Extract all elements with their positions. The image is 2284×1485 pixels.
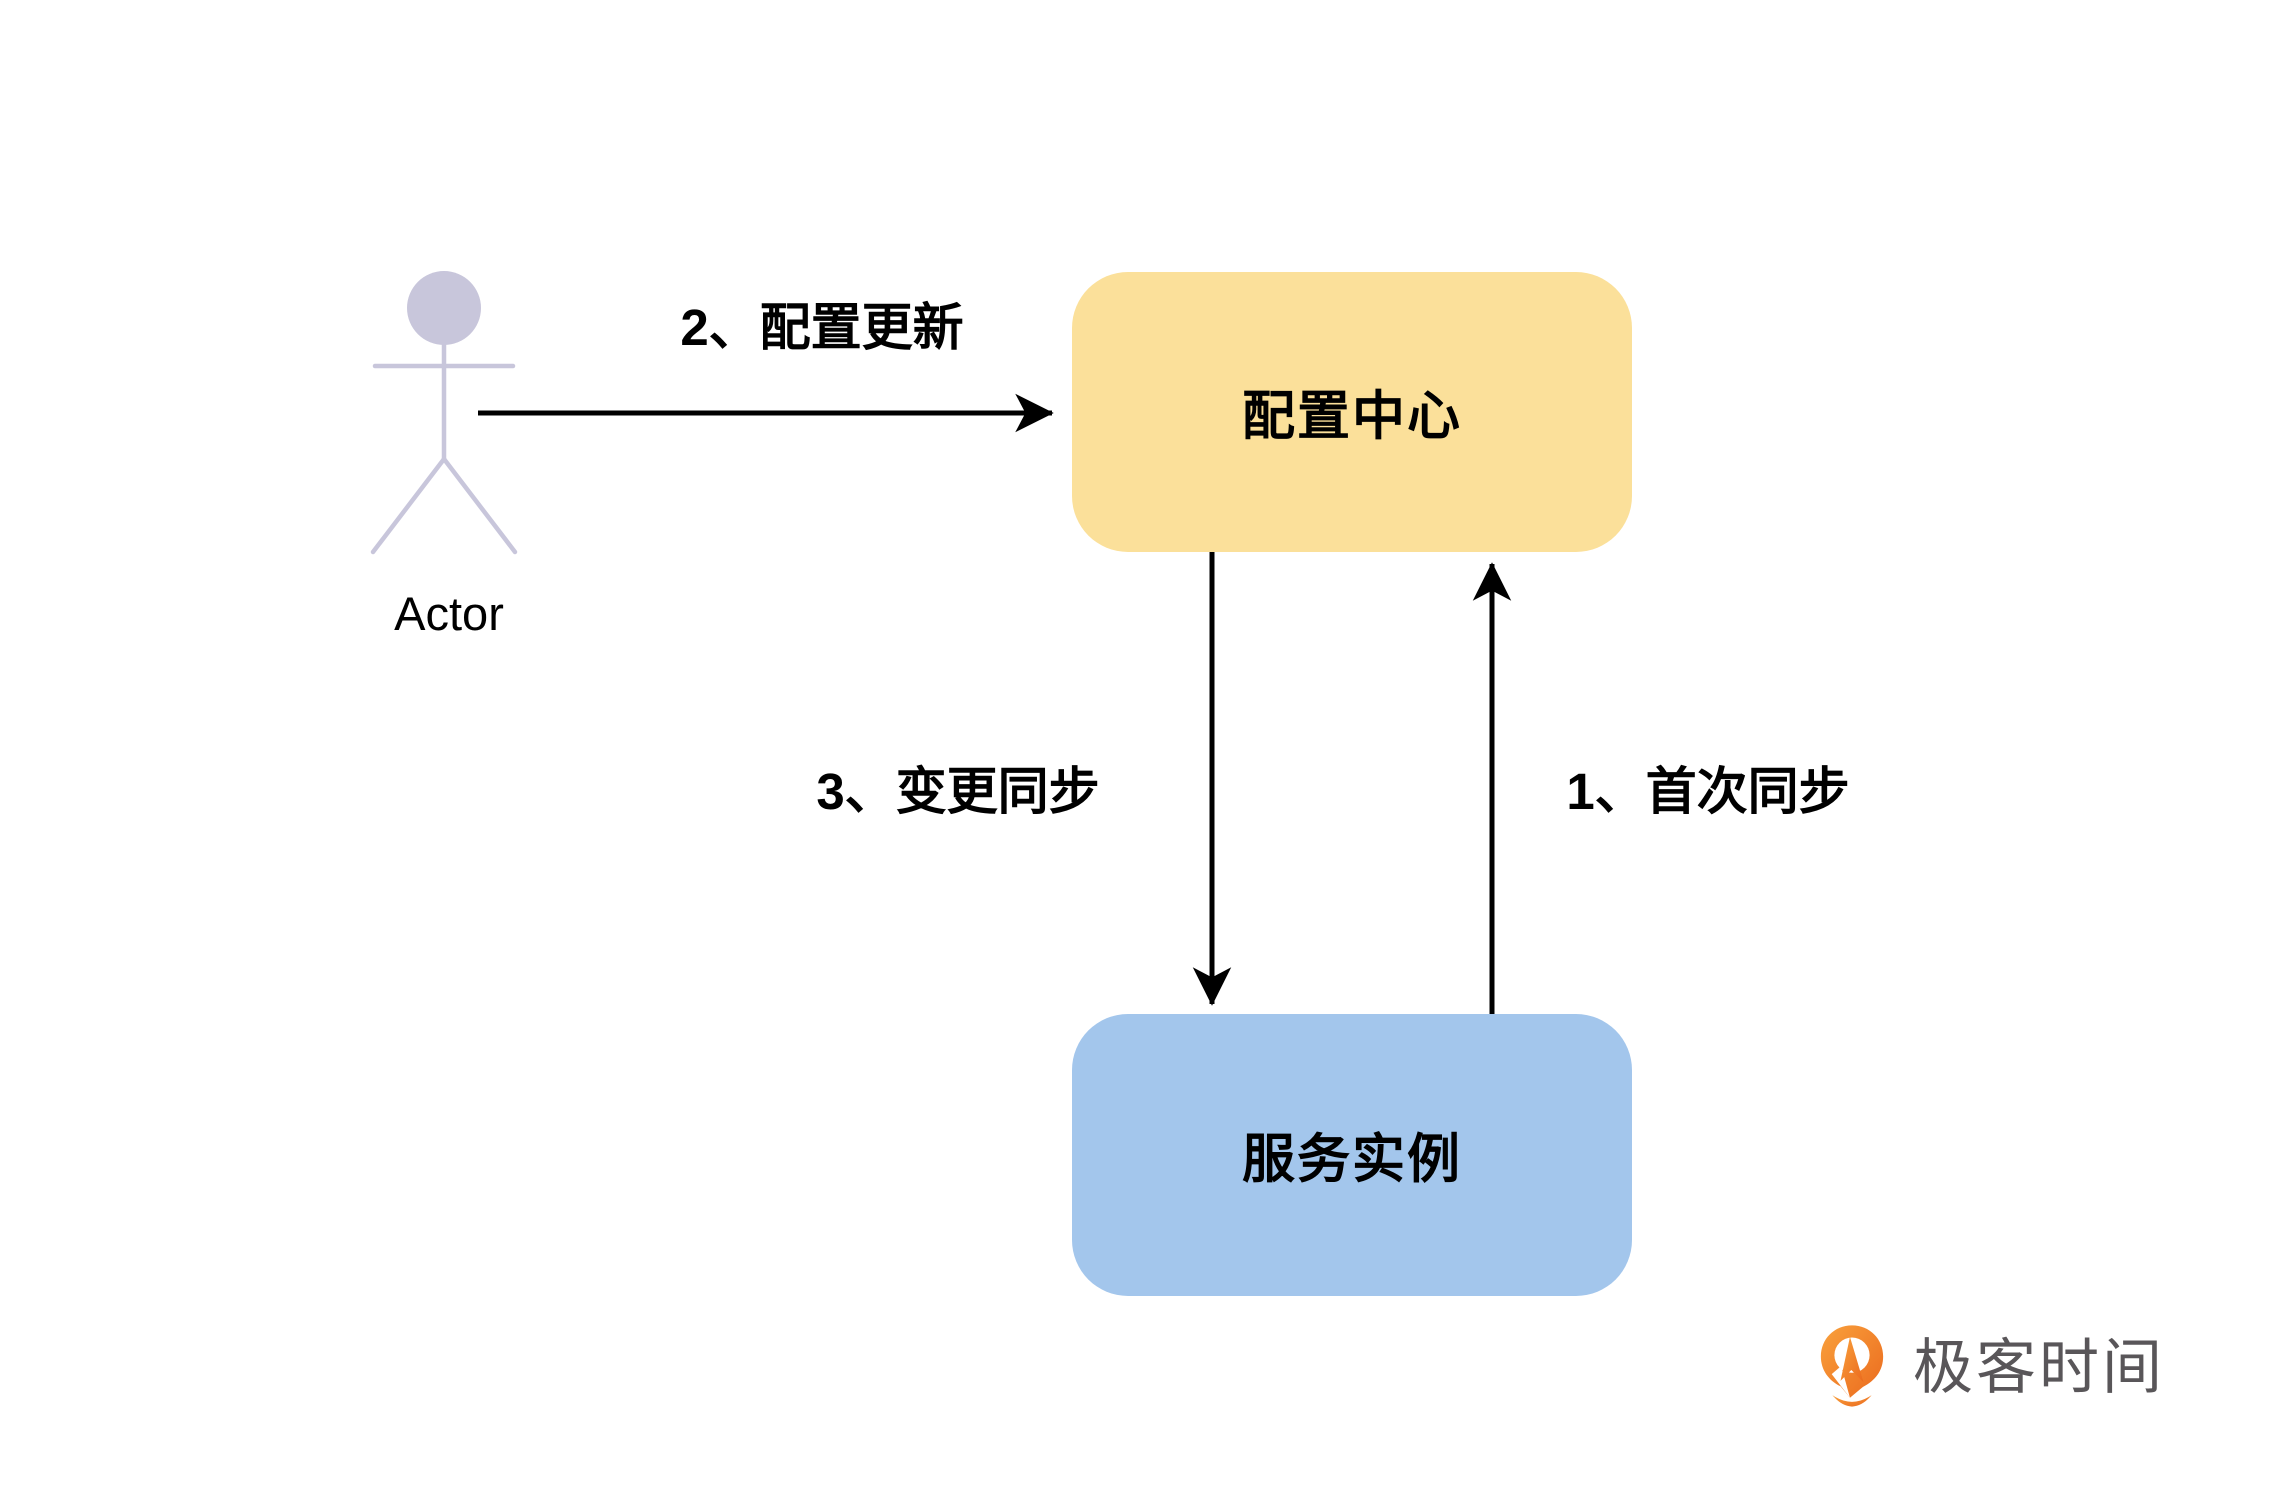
edge-label-config-update: 2、配置更新: [680, 299, 964, 356]
node-config-center: 配置中心: [1072, 272, 1632, 552]
node-service-instance: 服务实例: [1072, 1014, 1632, 1296]
geektime-logo-text: 极客时间: [1913, 1334, 2165, 1401]
geektime-logo-icon: [1820, 1325, 1884, 1407]
actor-leg-left: [370, 456, 447, 555]
node-config-center-label: 配置中心: [1242, 387, 1462, 446]
actor-head: [407, 271, 481, 345]
node-service-instance-label: 服务实例: [1242, 1130, 1462, 1189]
actor-figure: [370, 271, 518, 555]
geektime-logo: 极客时间: [1818, 1324, 2165, 1412]
edge-label-first-sync: 1、首次同步: [1566, 763, 1850, 820]
actor-label: Actor: [394, 587, 504, 640]
edge-label-change-sync: 3、变更同步: [816, 763, 1100, 820]
actor-leg-right: [441, 456, 518, 555]
